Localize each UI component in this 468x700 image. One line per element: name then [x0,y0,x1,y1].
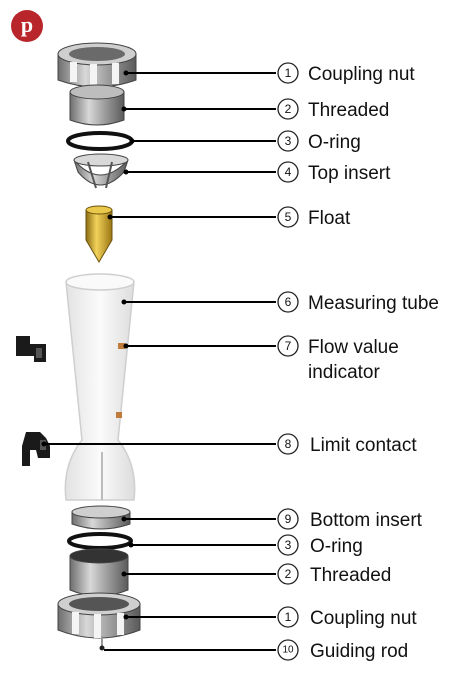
callout-guiding-rod: 10 Guiding rod [104,639,408,662]
logo-circle [11,10,43,42]
callout-label: Top insert [308,163,391,184]
o-ring-top-part [66,131,134,151]
measuring-tube-part [64,273,136,501]
bottom-insert-part [71,505,131,530]
threaded-bottom-part [69,548,129,597]
callout-label: Flow value [308,337,399,358]
callout-o-ring-lower: 3 O-ring [128,534,363,557]
callout-number: 4 [285,165,292,179]
callout-label-line2: indicator [308,362,380,383]
callout-label: Coupling nut [310,608,417,629]
callout-limit-contact: 8 Limit contact [41,433,417,456]
callout-threaded: 2 Threaded [121,98,389,121]
callout-label: Threaded [308,100,389,121]
callout-coupling-nut-lower: 1 Coupling nut [123,606,417,629]
callout-measuring-tube: 6 Measuring tube [121,291,439,314]
callout-number: 3 [285,538,292,552]
callout-o-ring: 3 O-ring [129,130,361,153]
callout-number: 10 [282,645,294,656]
limit-contact-part-upper [16,336,46,362]
callout-list: 1 Coupling nut 2 Threaded 3 O-ring 4 Top… [41,62,439,662]
callout-label: Float [308,208,351,229]
callout-number: 8 [285,437,292,451]
guiding-rod-part [99,636,105,651]
callout-number: 1 [285,66,292,80]
callout-label: Measuring tube [308,293,439,314]
callout-label: Coupling nut [308,64,415,85]
coupling-nut-top-part [57,42,137,88]
callout-label: O-ring [310,536,363,557]
callout-flow-value-indicator: 7 Flow value indicator [123,335,399,383]
callout-number: 6 [285,295,292,309]
callout-number: 3 [285,134,292,148]
callout-number: 9 [285,512,292,526]
callout-threaded-lower: 2 Threaded [121,563,391,586]
callout-bottom-insert: 9 Bottom insert [121,508,423,531]
callout-label: Guiding rod [310,641,408,662]
callout-label: Bottom insert [310,510,423,531]
coupling-nut-bottom-part [57,592,141,639]
callout-coupling-nut: 1 Coupling nut [123,62,415,85]
o-ring-bottom-part [67,532,133,550]
float-part [85,205,113,263]
callout-number: 7 [285,339,292,353]
callout-label: Limit contact [310,435,417,456]
logo-letter: p [21,12,33,37]
top-insert-part [73,153,129,189]
callout-top-insert: 4 Top insert [123,161,391,184]
callout-number: 2 [285,102,292,116]
threaded-top-part [69,84,125,126]
callout-number: 1 [285,610,292,624]
flow-indicator-mark [118,343,125,349]
callout-label: Threaded [310,565,391,586]
callout-number: 5 [285,210,292,224]
limit-contact-part-lower [22,432,50,466]
callout-label: O-ring [308,132,361,153]
callout-float: 5 Float [107,206,351,229]
callout-number: 2 [285,567,292,581]
brand-logo: p [11,10,43,42]
